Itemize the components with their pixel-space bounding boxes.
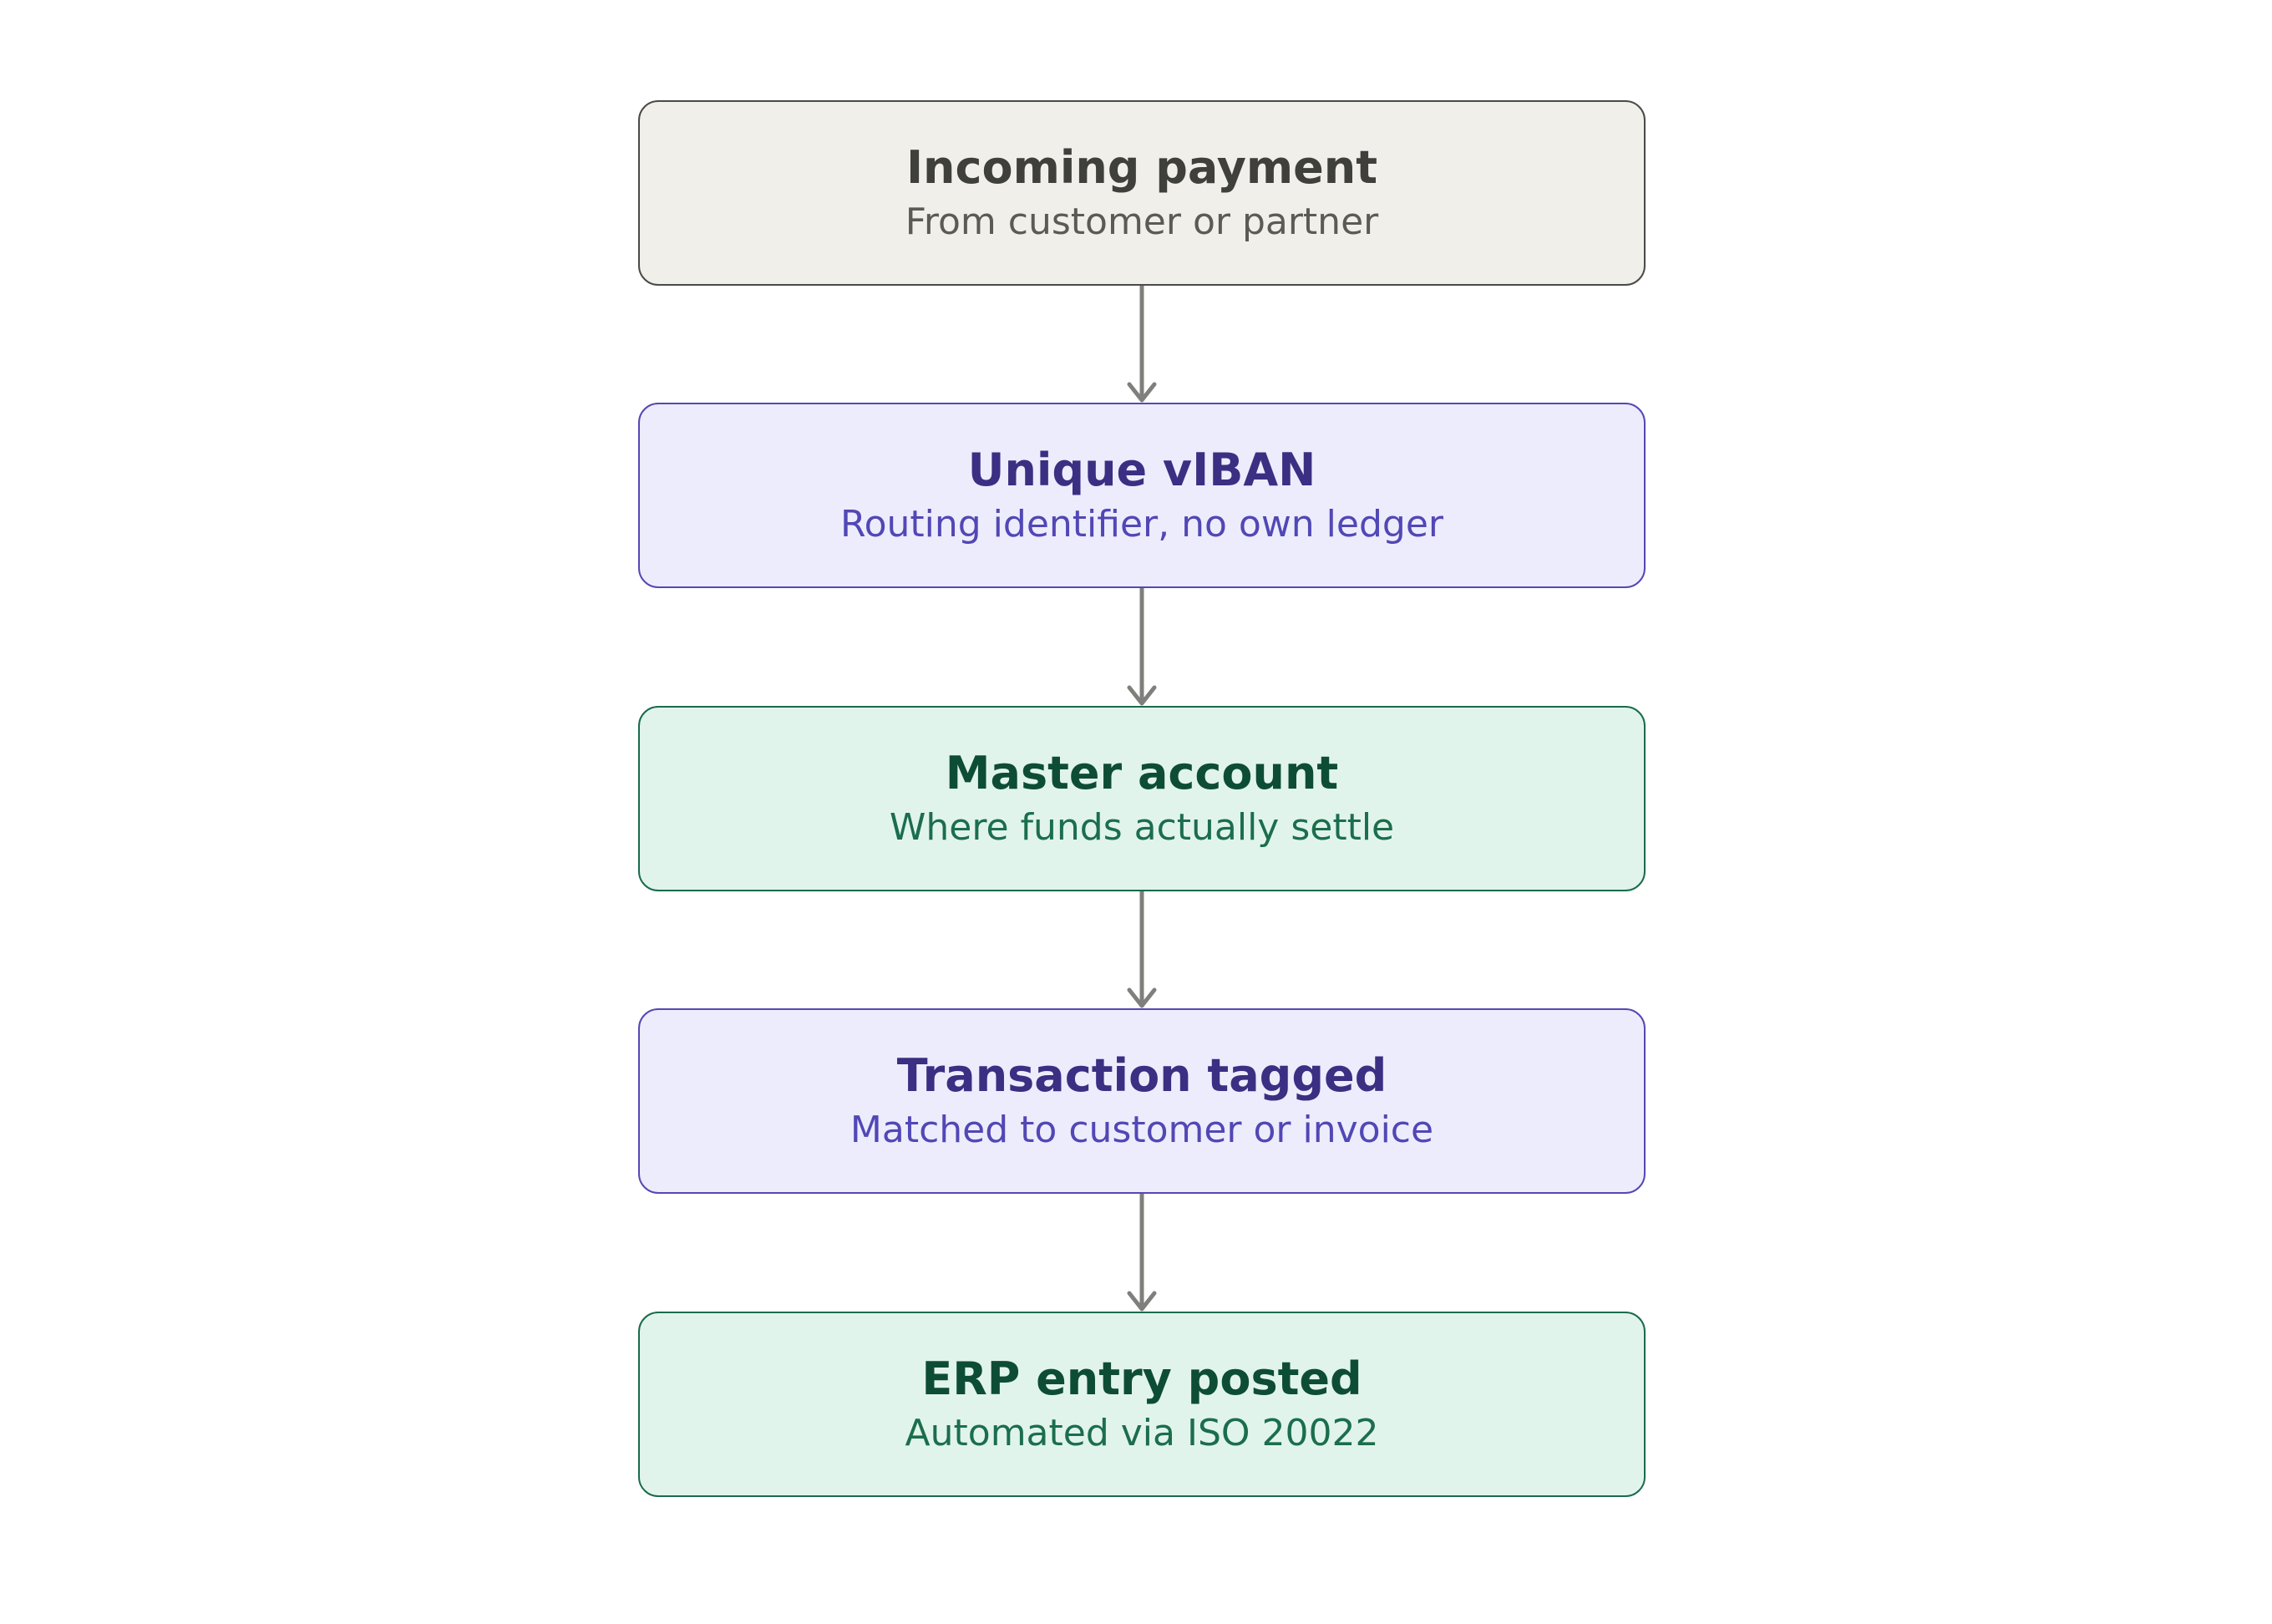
node-subtitle: Matched to customer or invoice <box>849 1108 1434 1151</box>
node-title: Unique vIBAN <box>967 443 1316 496</box>
node-subtitle: Where funds actually settle <box>889 805 1395 849</box>
node-title: Transaction tagged <box>896 1048 1387 1102</box>
node-subtitle: Automated via ISO 20022 <box>905 1411 1379 1454</box>
arrow-1-to-2 <box>1127 283 1157 403</box>
node-master-account: Master account Where funds actually sett… <box>638 706 1646 891</box>
node-title: Incoming payment <box>905 140 1378 194</box>
node-incoming-payment: Incoming payment From customer or partne… <box>638 100 1646 286</box>
node-subtitle: Routing identifier, no own ledger <box>839 502 1443 546</box>
node-title: ERP entry posted <box>921 1352 1362 1405</box>
node-erp-entry-posted: ERP entry posted Automated via ISO 20022 <box>638 1312 1646 1497</box>
node-transaction-tagged: Transaction tagged Matched to customer o… <box>638 1008 1646 1194</box>
node-title: Master account <box>945 746 1339 799</box>
arrow-3-to-4 <box>1127 889 1157 1008</box>
node-subtitle: From customer or partner <box>905 200 1379 243</box>
arrow-2-to-3 <box>1127 586 1157 706</box>
arrow-4-to-5 <box>1127 1191 1157 1312</box>
node-unique-viban: Unique vIBAN Routing identifier, no own … <box>638 403 1646 588</box>
